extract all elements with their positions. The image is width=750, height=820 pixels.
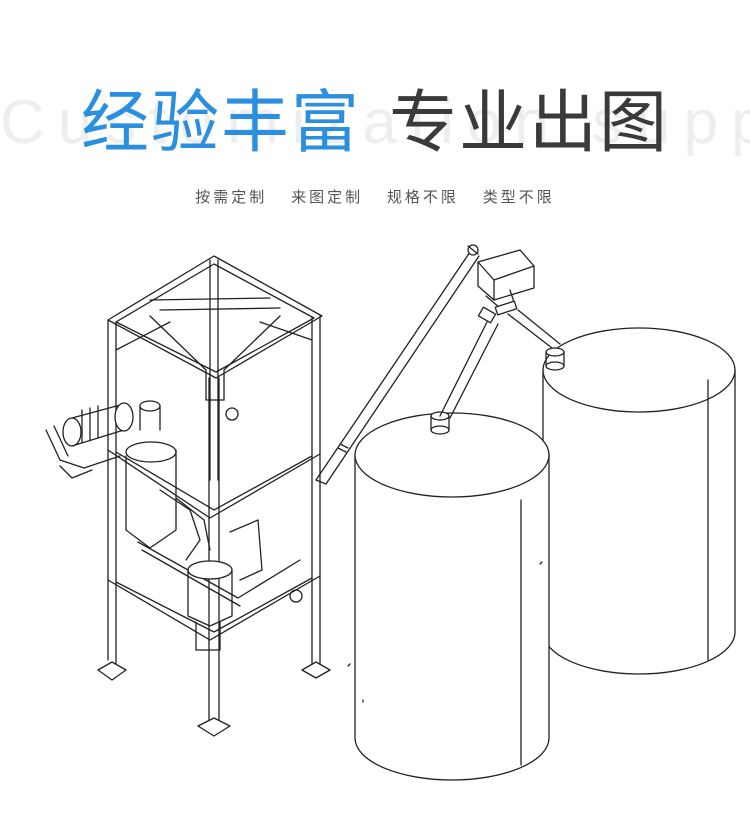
title-part-experienced: 经验丰富 [80, 84, 361, 163]
steel-frame [98, 256, 330, 736]
feature-item-any-spec: 规格不限 [386, 188, 459, 206]
feature-item-on-demand: 按需定制 [195, 188, 268, 206]
screw-conveyor [316, 245, 479, 484]
feature-list: 按需定制 来图定制 规格不限 类型不限 [0, 186, 750, 207]
page-title: 经验丰富专业出图 [0, 84, 750, 164]
distributor-hopper [440, 250, 560, 418]
equipment-line-drawing [0, 230, 750, 820]
mark [540, 562, 542, 564]
silo-left [355, 412, 549, 780]
feature-item-from-drawing: 来图定制 [291, 188, 364, 206]
motor-and-filter [46, 401, 302, 650]
silo-right [543, 328, 735, 674]
title-part-professional: 专业出图 [389, 84, 670, 163]
mark [348, 664, 350, 666]
feature-item-any-type: 类型不限 [482, 188, 555, 206]
background-watermark: Customization suppor [0, 88, 750, 157]
